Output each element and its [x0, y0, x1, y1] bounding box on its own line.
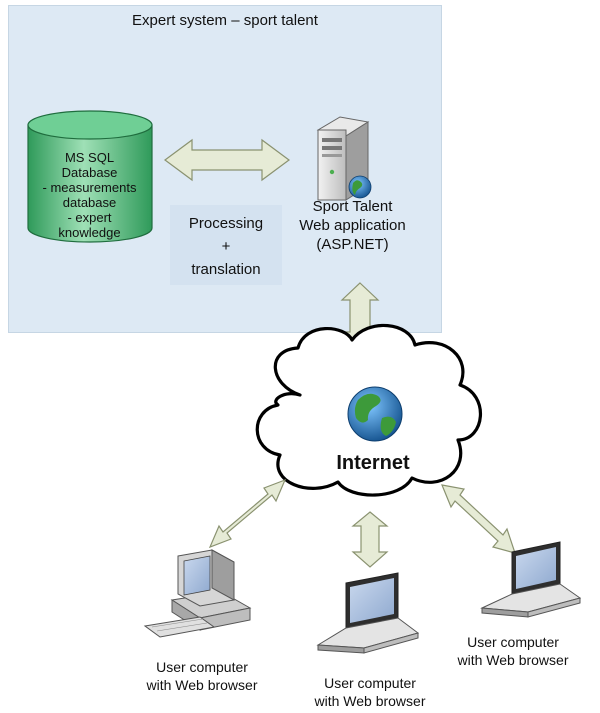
client-label-line: User computer [156, 659, 248, 675]
client-label-line: User computer [467, 634, 559, 650]
server-icon [316, 116, 372, 201]
desktop-computer-icon [143, 549, 252, 638]
internet-client-left-arrow [208, 478, 287, 549]
client-right-label: User computer with Web browser [428, 633, 598, 669]
database-label-line: Database [61, 165, 118, 180]
internet-client-middle-arrow [351, 511, 389, 568]
server-label: Sport Talent Web application (ASP.NET) [280, 197, 425, 254]
client-label-line: User computer [324, 675, 416, 691]
client-label-line: with Web browser [314, 693, 426, 709]
processing-label-line: translation [191, 261, 261, 278]
client-label-line: with Web browser [146, 677, 258, 693]
server-label-line: Web application [299, 217, 406, 234]
expert-system-title: Expert system – sport talent [132, 12, 318, 29]
database-label-line: database [62, 195, 117, 210]
server-label-line: Sport Talent [312, 198, 393, 215]
processing-label-line: Processing [188, 215, 264, 232]
database-label-line: - expert [67, 210, 112, 225]
client-label-line: with Web browser [457, 652, 569, 668]
processing-box [170, 205, 282, 285]
client-middle-label: User computer with Web browser [285, 674, 455, 710]
server-label-line: (ASP.NET) [316, 236, 389, 253]
database-icon [27, 110, 153, 243]
db-server-arrow [163, 138, 291, 182]
laptop-right-icon [480, 541, 582, 618]
internet-client-right-arrow [441, 484, 516, 554]
internet-globe-icon [347, 386, 403, 442]
database-label: MS SQL Database - measurements database … [22, 150, 157, 240]
processing-label-line: + [221, 238, 231, 255]
database-label-line: knowledge [58, 225, 121, 240]
internet-label: Internet [336, 452, 410, 474]
client-left-label: User computer with Web browser [117, 658, 287, 694]
processing-label: Processing + translation [170, 212, 282, 281]
laptop-middle-icon [316, 572, 420, 654]
database-label-line: - measurements [42, 180, 137, 195]
database-label-line: MS SQL [64, 150, 115, 165]
